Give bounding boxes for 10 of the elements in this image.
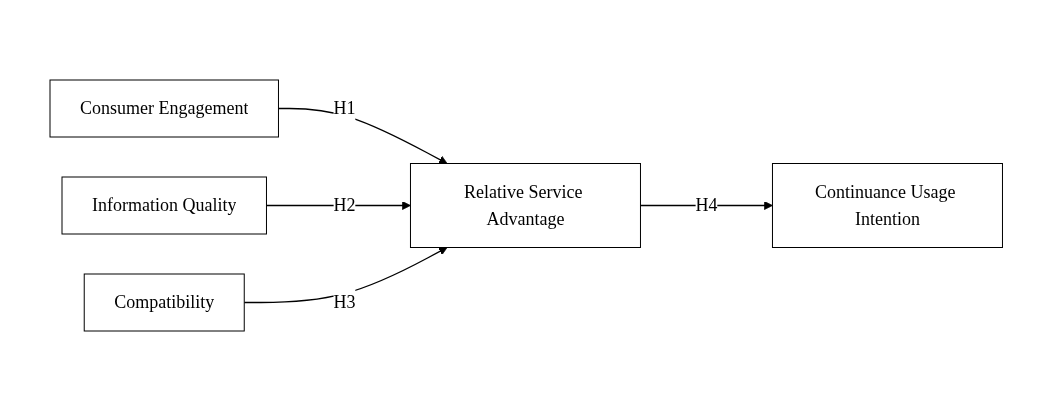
- node-box: Relative Service Advantage: [410, 162, 642, 248]
- arrow: [243, 246, 448, 303]
- node-box: Consumer Engagement: [49, 79, 280, 137]
- node-box: Information Quality: [61, 176, 268, 234]
- node-box: Compatibility: [84, 273, 245, 331]
- edge-label: H3: [333, 291, 356, 312]
- edge-label: H1: [333, 97, 356, 118]
- edge-label: H2: [333, 194, 356, 215]
- edge-label: H4: [695, 194, 718, 215]
- node-box: Continuance Usage Intention: [772, 162, 1004, 248]
